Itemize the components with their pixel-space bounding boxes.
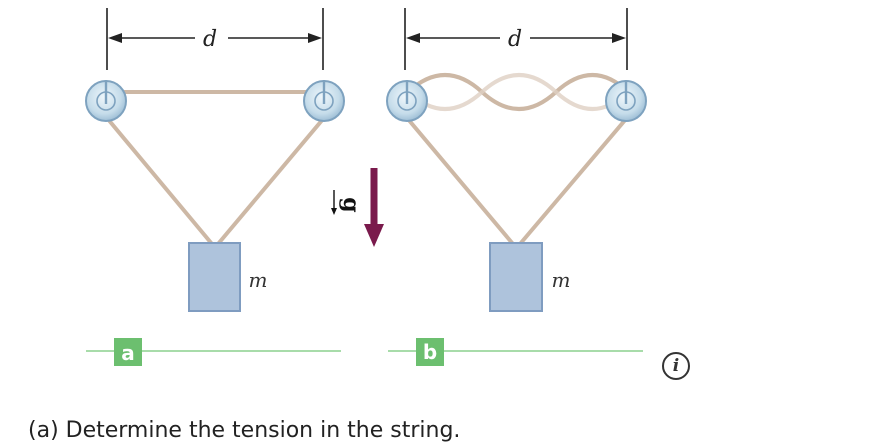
standing-wave-b bbox=[406, 73, 630, 111]
gravity-vector: g bbox=[331, 168, 384, 247]
question-text: (a) Determine the tension in the string. bbox=[28, 418, 461, 443]
panel-letter-b: b bbox=[423, 340, 437, 364]
string-a bbox=[95, 90, 336, 246]
vector-arrow-icon bbox=[331, 190, 337, 215]
panel-tag-a: a bbox=[86, 338, 341, 366]
mass-label-a: m bbox=[249, 268, 268, 292]
mass-label-b: m bbox=[552, 268, 571, 292]
physics-figure: d m a g bbox=[85, 8, 647, 366]
info-icon[interactable]: i bbox=[662, 352, 690, 380]
mass-block-a bbox=[188, 242, 241, 312]
dimension-marker-b bbox=[404, 8, 628, 70]
pulley-right-b bbox=[605, 80, 647, 122]
dimension-marker-a bbox=[106, 8, 324, 70]
panel-a: d m a bbox=[85, 8, 345, 366]
pulley-left-b bbox=[386, 80, 428, 122]
panel-tag-b: b bbox=[388, 338, 643, 366]
string-b bbox=[395, 104, 639, 246]
mass-block-b bbox=[489, 242, 543, 312]
dimension-label-a: d bbox=[203, 27, 217, 52]
panel-letter-a: a bbox=[121, 341, 135, 365]
pulley-left-a bbox=[85, 80, 127, 122]
pulley-right-a bbox=[303, 80, 345, 122]
gravity-label: g bbox=[338, 197, 364, 212]
panel-b: d m b bbox=[386, 8, 647, 366]
dimension-label-b: d bbox=[508, 27, 522, 52]
